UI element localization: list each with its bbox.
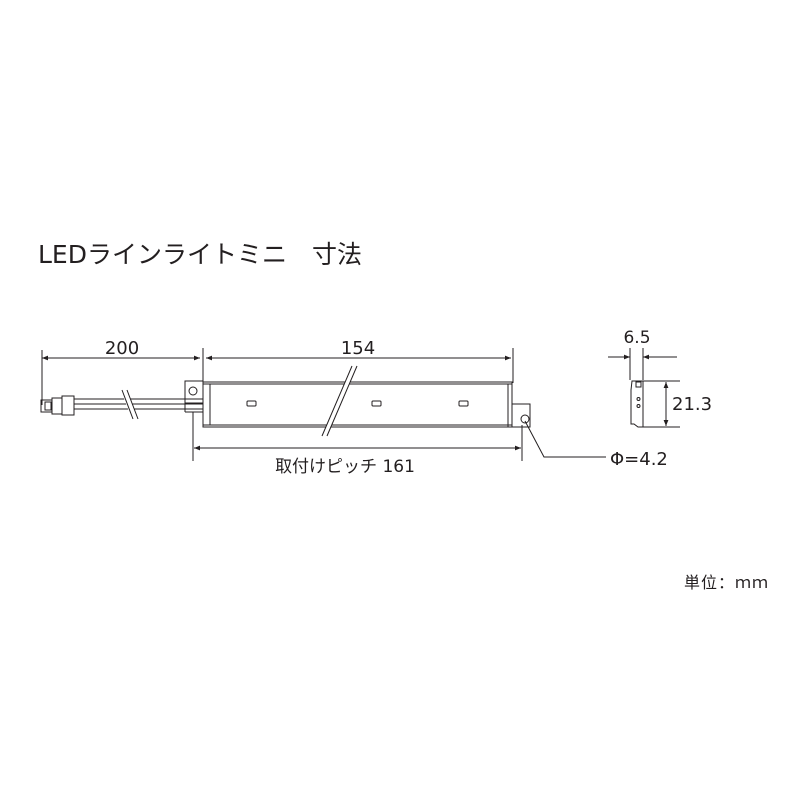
mounting-hole-left <box>188 386 198 396</box>
cable-break-mark <box>121 388 139 421</box>
mounting-pitch-label: 取付けピッチ 161 <box>275 457 415 477</box>
led-window <box>246 400 257 407</box>
hole-leader-line <box>524 420 606 458</box>
mounting-hole-right <box>520 414 530 424</box>
side-view <box>608 348 680 428</box>
connector <box>40 395 75 416</box>
body-break-mark <box>321 365 358 437</box>
light-body <box>184 380 531 428</box>
hole-diameter-label: Φ=4.2 <box>610 449 668 470</box>
led-window <box>371 400 382 407</box>
unit-label: 単位：ｍｍ <box>684 573 770 592</box>
cable <box>74 398 203 413</box>
body-length-label: 154 <box>341 338 375 359</box>
cable-length-label: 200 <box>105 338 139 359</box>
depth-label: 6.5 <box>623 328 650 348</box>
led-window <box>458 400 469 407</box>
drawing-title: LEDラインライトミニ 寸法 <box>38 240 362 269</box>
height-label: 21.3 <box>672 394 712 415</box>
